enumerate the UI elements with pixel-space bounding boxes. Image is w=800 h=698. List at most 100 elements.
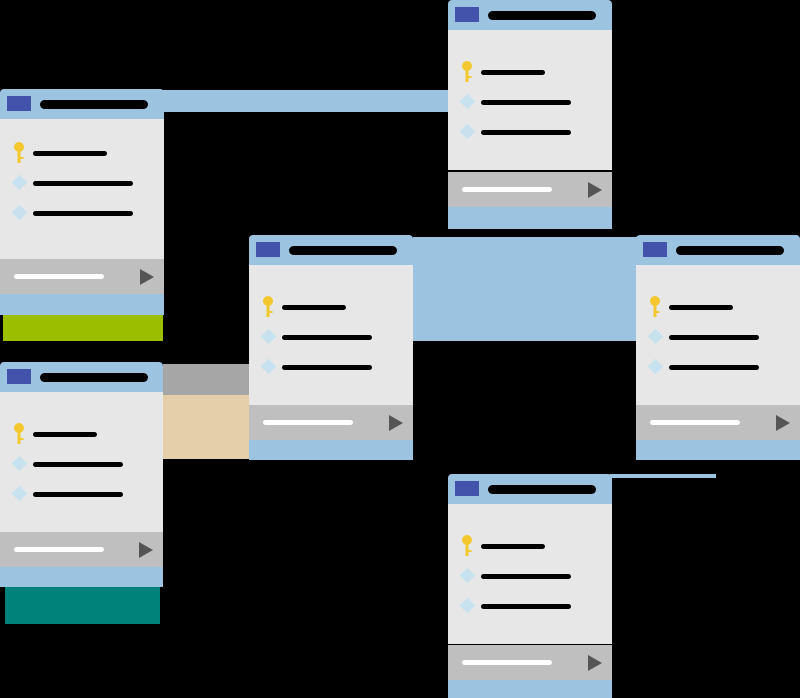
row-name-bar	[33, 151, 107, 156]
row-name-bar	[33, 492, 123, 497]
table-c	[249, 235, 413, 460]
key-icon	[650, 296, 660, 317]
footer-bar	[650, 420, 740, 425]
table-row	[0, 169, 164, 199]
table-icon	[7, 96, 31, 111]
connector-c-e	[413, 237, 638, 341]
row-name-bar	[33, 462, 123, 467]
table-row	[0, 199, 164, 229]
row-name-bar	[481, 574, 571, 579]
table-title-bar	[488, 485, 596, 494]
table-base	[249, 440, 413, 460]
key-icon	[263, 296, 273, 317]
key-icon	[462, 61, 472, 82]
diamond-icon	[11, 174, 28, 191]
table-row	[0, 420, 163, 450]
row-name-bar	[282, 305, 346, 310]
connector-d-c-gray	[163, 364, 249, 395]
diamond-icon	[459, 567, 476, 584]
accent-block-green	[3, 313, 163, 341]
table-header	[0, 89, 164, 119]
table-footer	[448, 172, 612, 207]
table-icon	[643, 242, 667, 257]
key-icon	[14, 142, 24, 163]
table-icon	[455, 481, 479, 496]
footer-bar	[263, 420, 353, 425]
table-base	[448, 207, 612, 229]
table-b	[448, 0, 612, 229]
table-icon	[7, 369, 31, 384]
row-name-bar	[481, 604, 571, 609]
accent-block-teal	[5, 587, 160, 624]
row-name-bar	[33, 211, 133, 216]
table-row	[249, 323, 413, 353]
diamond-icon	[647, 328, 664, 345]
table-body	[0, 119, 164, 259]
table-icon	[256, 242, 280, 257]
diamond-icon	[11, 455, 28, 472]
table-footer	[0, 259, 164, 294]
table-title-bar	[289, 246, 397, 255]
row-name-bar	[669, 335, 759, 340]
connector-d-c-tan	[163, 395, 249, 459]
key-icon	[14, 423, 24, 444]
row-name-bar	[481, 130, 571, 135]
table-base	[636, 440, 800, 460]
play-icon[interactable]	[588, 655, 602, 671]
play-icon[interactable]	[588, 182, 602, 198]
row-name-bar	[481, 70, 545, 75]
diamond-icon	[260, 328, 277, 345]
table-body	[0, 392, 163, 532]
table-footer	[636, 405, 800, 440]
table-header	[448, 0, 612, 30]
row-name-bar	[669, 305, 733, 310]
table-e	[636, 235, 800, 460]
play-icon[interactable]	[776, 415, 790, 431]
table-row	[448, 532, 612, 562]
table-row	[448, 592, 612, 622]
table-title-bar	[488, 11, 596, 20]
table-row	[448, 118, 612, 148]
table-row	[0, 480, 163, 510]
connector-a-b	[163, 90, 448, 112]
table-body	[448, 30, 612, 170]
table-title-bar	[40, 373, 148, 382]
row-name-bar	[481, 100, 571, 105]
diamond-icon	[11, 204, 28, 221]
table-f	[448, 474, 612, 698]
table-title-bar	[676, 246, 784, 255]
table-a	[0, 89, 164, 315]
play-icon[interactable]	[140, 269, 154, 285]
row-name-bar	[669, 365, 759, 370]
row-name-bar	[481, 544, 545, 549]
table-base	[0, 567, 163, 587]
table-row	[636, 353, 800, 383]
table-row	[0, 139, 164, 169]
play-icon[interactable]	[139, 542, 153, 558]
key-icon	[462, 535, 472, 556]
diamond-icon	[459, 597, 476, 614]
footer-bar	[14, 274, 104, 279]
table-body	[249, 265, 413, 405]
diamond-icon	[459, 93, 476, 110]
row-name-bar	[282, 365, 372, 370]
table-row	[249, 353, 413, 383]
table-row	[636, 323, 800, 353]
table-row	[0, 450, 163, 480]
table-row	[448, 562, 612, 592]
table-header	[0, 362, 163, 392]
table-icon	[455, 7, 479, 22]
connector-e-f	[610, 474, 716, 478]
table-row	[249, 293, 413, 323]
row-name-bar	[282, 335, 372, 340]
footer-bar	[462, 187, 552, 192]
table-footer	[0, 532, 163, 567]
diamond-icon	[459, 123, 476, 140]
table-title-bar	[40, 100, 148, 109]
table-base	[0, 294, 164, 315]
diamond-icon	[11, 485, 28, 502]
table-d	[0, 362, 163, 587]
footer-bar	[14, 547, 104, 552]
play-icon[interactable]	[389, 415, 403, 431]
table-body	[636, 265, 800, 405]
